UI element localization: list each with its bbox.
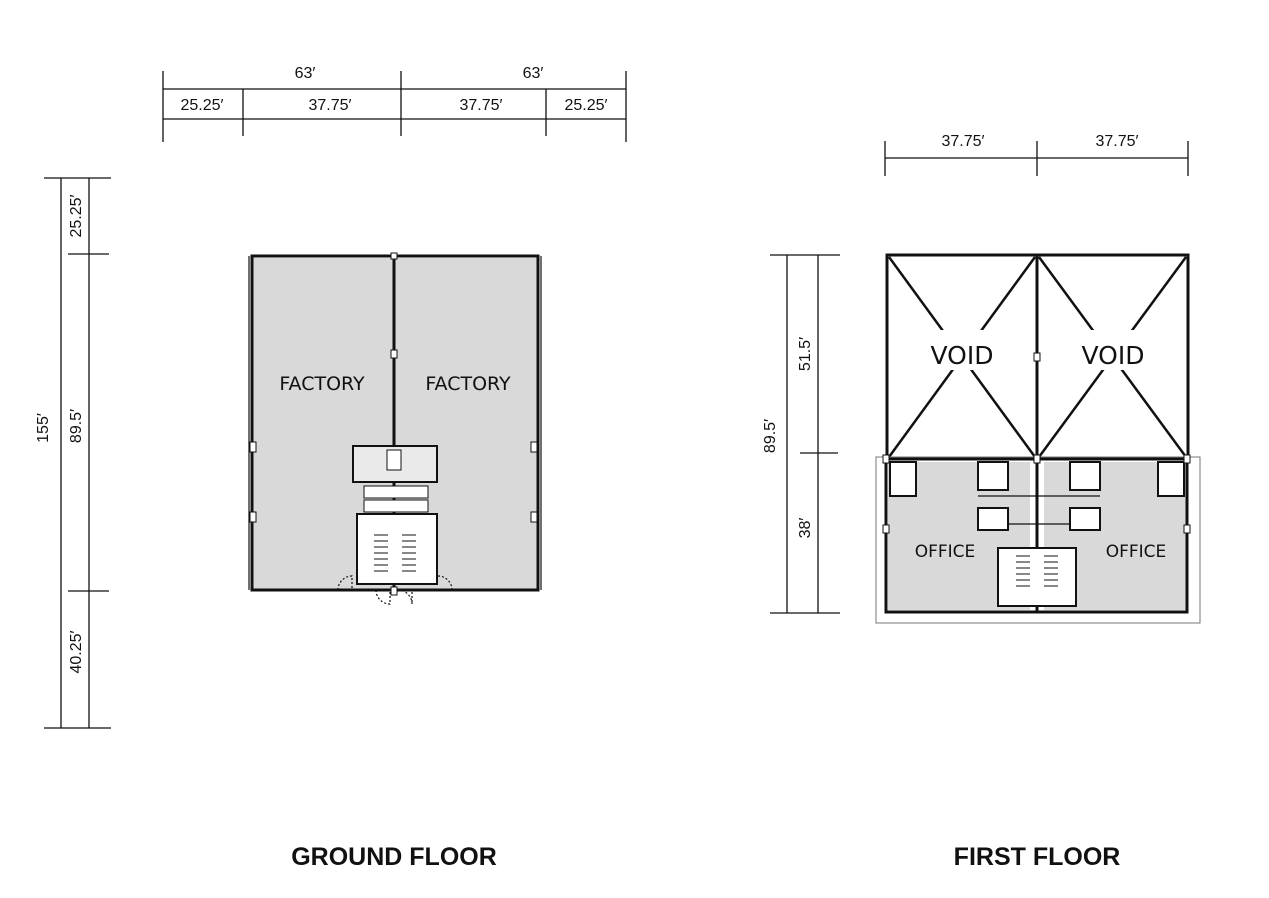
dim-37-75-right: 37.75′ [1095,133,1138,150]
ground-floor-plan: 63′ 63′ 25.25′ 37.75′ 37.75′ 25.25′ 155′… [35,65,627,871]
first-floor-plan: 37.75′ 37.75′ 89.5′ 51.5′ 38′ [762,133,1201,871]
room-label-factory-right: FACTORY [425,373,511,395]
dim-seg-2: 37.75′ [308,97,351,114]
ground-floor-side-dimensions: 155′ 25.25′ 89.5′ 40.25′ [35,177,111,729]
dim-seg-3: 37.75′ [459,97,502,114]
dim-63-left: 63′ [295,65,316,82]
dim-40-25-side: 40.25′ [68,630,85,673]
dim-25-25-side: 25.25′ [68,194,85,237]
dim-155: 155′ [35,413,52,443]
first-floor-title: FIRST FLOOR [954,843,1121,871]
room-label-office-left: OFFICE [915,542,976,562]
ground-floor-building [248,252,542,605]
ground-floor-title: GROUND FLOOR [291,843,497,871]
dim-63-right: 63′ [523,65,544,82]
first-floor-side-dimensions: 89.5′ 51.5′ 38′ [762,254,840,614]
first-floor-top-dimensions: 37.75′ 37.75′ [884,133,1189,176]
room-label-void-right: VOID [1082,341,1145,370]
room-label-office-right: OFFICE [1106,542,1167,562]
dim-38: 38′ [797,518,814,539]
first-floor-office-area [875,454,1201,624]
dim-51-5: 51.5′ [797,337,814,371]
dim-37-75-left: 37.75′ [941,133,984,150]
dim-89-5-first: 89.5′ [762,419,779,453]
first-floor-void-area [885,253,1190,461]
dim-89-5-side: 89.5′ [68,409,85,443]
ground-floor-top-dimensions: 63′ 63′ 25.25′ 37.75′ 37.75′ 25.25′ [162,65,627,142]
dim-seg-4: 25.25′ [564,97,607,114]
room-label-void-left: VOID [931,341,994,370]
room-label-factory-left: FACTORY [279,373,365,395]
dim-seg-1: 25.25′ [180,97,223,114]
